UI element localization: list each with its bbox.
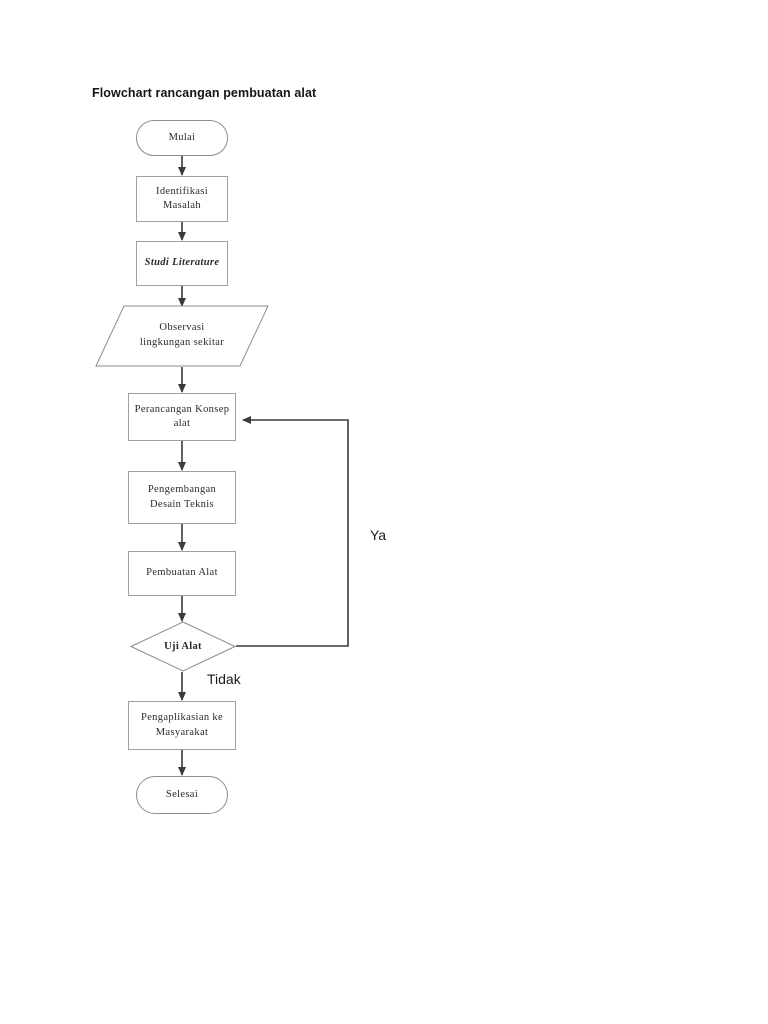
- node-perancangan-line1: Perancangan Konsep: [134, 403, 230, 415]
- node-end-label: Selesai: [165, 788, 199, 800]
- node-observasi-lingkungan[interactable]: Observasi lingkungan sekitar: [95, 305, 269, 367]
- branch-label-ya: Ya: [370, 527, 387, 543]
- node-perancangan-konsep-alat[interactable]: Perancangan Konsep alat: [128, 393, 236, 441]
- page-title: Flowchart rancangan pembuatan alat: [92, 86, 317, 100]
- node-pengembangan-desain-teknis[interactable]: Pengembangan Desain Teknis: [128, 471, 236, 524]
- node-perancangan-line2: alat: [173, 418, 191, 429]
- node-identifikasi-line1: Identifikasi: [155, 185, 209, 197]
- node-studi-literature[interactable]: Studi Literature: [136, 241, 228, 286]
- node-pembuatan-label: Pembuatan Alat: [146, 567, 218, 579]
- node-pengaplikasian-line2: Masyarakat: [155, 726, 209, 738]
- node-start-label: Mulai: [168, 131, 196, 143]
- node-start[interactable]: Mulai: [136, 120, 228, 156]
- node-uji-alat-decision[interactable]: Uji Alat: [130, 621, 236, 672]
- diamond-shape: [130, 621, 236, 672]
- node-pengembangan-line2: Desain Teknis: [150, 498, 214, 510]
- node-studi-label: Studi Literature: [144, 257, 220, 269]
- node-pembuatan-alat[interactable]: Pembuatan Alat: [128, 551, 236, 596]
- node-pengaplikasian-line1: Pengaplikasian ke: [140, 712, 224, 724]
- node-pengembangan-line1: Pengembangan: [147, 484, 217, 496]
- branch-label-tidak: Tidak: [207, 671, 241, 687]
- node-pengaplikasian-masyarakat[interactable]: Pengaplikasian ke Masyarakat: [128, 701, 236, 750]
- node-identifikasi-line2: Masalah: [162, 200, 202, 211]
- node-identifikasi-masalah[interactable]: Identifikasi Masalah: [136, 176, 228, 222]
- edge-uji-to-perancangan-loop: [236, 416, 349, 647]
- parallelogram-shape: [95, 305, 269, 367]
- node-end[interactable]: Selesai: [136, 776, 228, 814]
